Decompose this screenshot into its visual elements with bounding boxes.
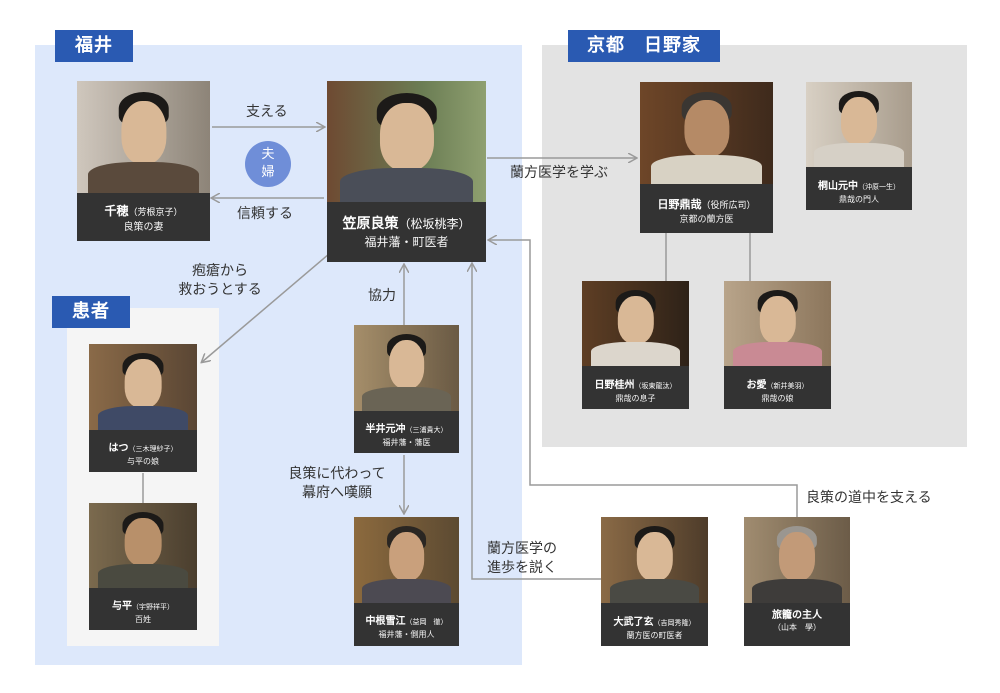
name-ryosaku: 笠原良策 [342, 216, 399, 232]
actor-kiriyama: （沖原一生） [858, 183, 900, 191]
name-otake: 大武了玄 [613, 617, 654, 628]
portrait-yohei [89, 503, 197, 588]
label-journey: 良策の道中を支える [806, 490, 932, 506]
arrow-journey [489, 240, 798, 517]
label-preach: 蘭方医学の 進歩を説く [487, 540, 557, 578]
portrait-nakane [354, 517, 459, 603]
label-preach-line1: 蘭方医学の [487, 541, 557, 557]
label-cooperate: 協力 [368, 288, 396, 304]
label-save: 疱瘡から 救おうとする [164, 262, 276, 300]
couple-char-2: 婦 [261, 165, 275, 180]
portrait-hanai [354, 325, 459, 411]
name-yohei: 与平 [112, 601, 132, 612]
card-kiriyama[interactable]: 桐山元中（沖原一生） 鼎哉の門人 [806, 82, 912, 210]
card-hanai[interactable]: 半井元冲（三浦貴大） 福井藩・藩医 [354, 325, 459, 453]
actor-chiho: （芳根京子） [128, 208, 183, 218]
name-nakane: 中根雪江 [365, 616, 406, 627]
actor-hatsu: （三木理紗子） [128, 445, 178, 453]
kyoto-hino-tag: 京都 日野家 [568, 30, 720, 62]
label-petition-line2: 幕府へ嘆願 [302, 484, 372, 501]
label-petition: 良策に代わって 幕府へ嘆願 [276, 465, 398, 503]
couple-badge: 夫 婦 [245, 141, 291, 187]
card-nakane[interactable]: 中根雪江（益岡 徹） 福井藩・側用人 [354, 517, 459, 646]
name-oai: お愛 [746, 380, 767, 391]
role-chiho: 良策の妻 [123, 221, 164, 233]
name-kiriyama: 桐山元中 [818, 181, 858, 192]
card-oai[interactable]: お愛（新井美羽） 鼎哉の娘 [724, 281, 831, 409]
label-save-line2: 救おうとする [178, 281, 262, 298]
role-keishu: 鼎哉の息子 [615, 393, 656, 403]
actor-oai: （新井美羽） [766, 382, 809, 390]
portrait-keishu [582, 281, 689, 366]
card-chiho[interactable]: 千穂（芳根京子） 良策の妻 [77, 81, 210, 241]
role-hanai: 福井藩・藩医 [382, 437, 431, 447]
label-preach-line2: 進歩を説く [487, 559, 557, 576]
card-keishu[interactable]: 日野桂州（坂東龍汰） 鼎哉の息子 [582, 281, 689, 409]
patients-tag: 患者 [52, 296, 130, 328]
actor-nakane: （益岡 徹） [405, 618, 448, 626]
card-yohei[interactable]: 与平（宇野祥平） 百姓 [89, 503, 197, 630]
name-innkeeper: 旅籠の主人 [772, 610, 822, 621]
label-learn: 蘭方医学を学ぶ [510, 165, 608, 181]
portrait-hatsu [89, 344, 197, 430]
portrait-kiriyama [806, 82, 912, 167]
portrait-chiho [77, 81, 210, 193]
label-save-line1: 疱瘡から [192, 263, 248, 279]
role-ryosaku: 福井藩・町医者 [364, 234, 449, 249]
actor-otake: （吉岡秀隆） [653, 619, 696, 627]
card-hatsu[interactable]: はつ（三木理紗子） 与平の娘 [89, 344, 197, 472]
role-hatsu: 与平の娘 [127, 456, 159, 466]
role-teisai: 京都の蘭方医 [679, 214, 734, 225]
actor-innkeeper: （山本 學） [773, 622, 821, 632]
label-support: 支える [246, 104, 288, 120]
card-teisai[interactable]: 日野鼎哉（役所広司） 京都の蘭方医 [640, 82, 773, 233]
label-petition-line1: 良策に代わって [288, 466, 386, 482]
arrow-save [202, 247, 337, 362]
fukui-tag: 福井 [55, 30, 133, 62]
role-otake: 蘭方医の町医者 [626, 630, 683, 640]
name-hanai: 半井元冲 [365, 424, 406, 435]
portrait-ryosaku [327, 81, 486, 202]
actor-yohei: （宇野祥平） [132, 603, 174, 611]
arrow-preach [472, 264, 601, 580]
role-yohei: 百姓 [135, 614, 151, 624]
portrait-teisai [640, 82, 773, 184]
actor-teisai: （役所広司） [701, 201, 756, 211]
name-teisai: 日野鼎哉 [657, 198, 702, 211]
label-trust: 信頼する [237, 206, 293, 222]
portrait-innkeeper [744, 517, 850, 603]
name-hatsu: はつ [108, 443, 129, 454]
card-innkeeper[interactable]: 旅籠の主人 （山本 學） [744, 517, 850, 646]
actor-ryosaku: （松坂桃李） [398, 217, 471, 231]
card-otake[interactable]: 大武了玄（吉岡秀隆） 蘭方医の町医者 [601, 517, 708, 646]
actor-keishu: （坂東龍汰） [634, 382, 677, 390]
actor-hanai: （三浦貴大） [405, 426, 448, 434]
name-chiho: 千穂 [104, 204, 129, 218]
couple-char-1: 夫 [261, 147, 275, 162]
role-oai: 鼎哉の娘 [761, 393, 794, 403]
portrait-otake [601, 517, 708, 603]
role-kiriyama: 鼎哉の門人 [839, 194, 879, 204]
role-nakane: 福井藩・側用人 [378, 629, 435, 639]
card-ryosaku[interactable]: 笠原良策（松坂桃李） 福井藩・町医者 [327, 81, 486, 262]
name-keishu: 日野桂州 [594, 380, 635, 391]
portrait-oai [724, 281, 831, 366]
